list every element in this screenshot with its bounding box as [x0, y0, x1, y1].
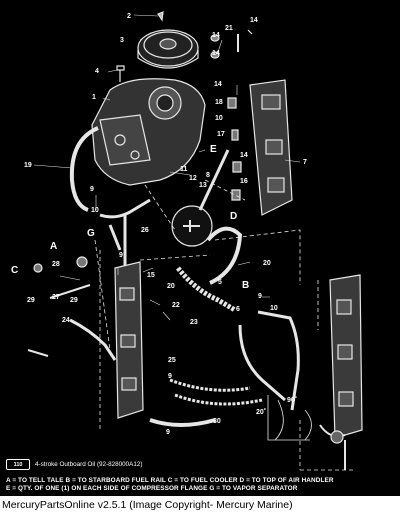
letter-C: C [11, 265, 18, 276]
callout-13: 13 [199, 182, 207, 189]
callout-5: 5 [218, 279, 222, 286]
letter-G: G [87, 228, 95, 239]
callout-2: 2 [127, 13, 131, 20]
callout-22: 22 [172, 302, 180, 309]
callout-20-right: 20 [263, 260, 271, 267]
letter-A: A [50, 241, 57, 252]
hose-5 [206, 226, 243, 285]
oil-note: 110 4-stroke Outboard Oil (92-828000A12) [6, 459, 142, 470]
callout-14-left: 14 [214, 81, 222, 88]
angle-90: 90˚ [287, 396, 297, 404]
callout-24: 24 [62, 317, 70, 324]
copyright-footer: MercuryPartsOnline v2.5.1 (Image Copyrig… [0, 497, 400, 514]
callout-18: 18 [215, 99, 223, 106]
parts-diagram: 2 3 4 1 21 14 14 14 14 18 10 17 14 16 7 … [0, 0, 400, 496]
callout-17: 17 [217, 131, 225, 138]
callout-10-left: 10 [91, 207, 99, 214]
callout-9-lower: 9 [168, 373, 172, 380]
callout-15: 15 [147, 272, 155, 279]
callout-26: 26 [141, 227, 149, 234]
callout-19: 19 [24, 162, 32, 169]
callout-4: 4 [95, 68, 99, 75]
screw [157, 11, 164, 22]
hose-24 [69, 318, 117, 361]
legend-line-1: A = TO TELL TALE B = TO STARBOARD FUEL R… [6, 477, 334, 484]
callout-28: 28 [52, 261, 60, 268]
callout-16: 16 [240, 178, 248, 185]
callout-8: 8 [206, 172, 210, 179]
angle-20: 20˚ [256, 408, 266, 416]
callout-21: 21 [225, 25, 233, 32]
callout-10-right: 10 [270, 305, 278, 312]
exploded-view-drawing: 2 3 4 1 21 14 14 14 14 18 10 17 14 16 7 … [11, 11, 363, 471]
callout-29-left: 29 [27, 297, 35, 304]
callout-10-top: 10 [215, 115, 223, 122]
bolt [116, 65, 125, 82]
letter-E: E [210, 144, 217, 155]
callout-27: 27 [52, 294, 60, 301]
callout-9-left: 9 [90, 186, 94, 193]
oil-text: 4-stroke Outboard Oil (92-828000A12) [35, 461, 143, 468]
callout-14-top: 14 [250, 17, 258, 24]
callout-23: 23 [190, 319, 198, 326]
callout-29-mid: 29 [70, 297, 78, 304]
callout-20-mid: 20 [167, 283, 175, 290]
callout-14-mid: 14 [212, 50, 220, 57]
callout-9-mid: 9 [119, 252, 123, 259]
callout-12: 12 [189, 175, 197, 182]
oil-code: 110 [13, 461, 23, 468]
letter-B: B [242, 280, 249, 291]
hose-6 [176, 266, 237, 313]
legend-line-2: E = QTY. OF ONE (1) ON EACH SIDE OF COMP… [6, 485, 298, 492]
callout-14-right: 14 [240, 152, 248, 159]
callout-1: 1 [92, 94, 96, 101]
callout-7: 7 [303, 159, 307, 166]
callout-3: 3 [120, 37, 124, 44]
callout-11: 11 [180, 166, 188, 173]
callout-14-upper: 14 [212, 32, 220, 39]
oil-tube-icon: 110 [6, 459, 30, 470]
callout-9-right: 9 [258, 293, 262, 300]
callout-25: 25 [168, 357, 176, 364]
hose-19 [69, 126, 99, 212]
callout-30: 30 [213, 418, 221, 425]
hose-30 [169, 378, 263, 406]
callout-9-bottom: 9 [166, 429, 170, 436]
letter-D: D [230, 211, 237, 222]
callout-6: 6 [236, 306, 240, 313]
